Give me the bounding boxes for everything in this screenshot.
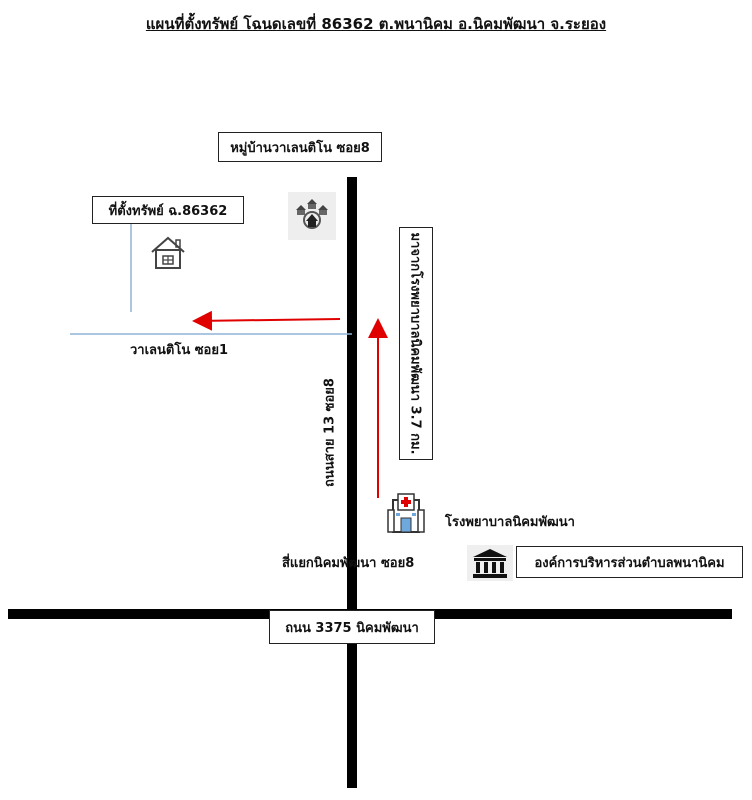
village-icon: [288, 192, 336, 240]
distance-note-label: มาจากโรงพยาบาลนิคมพัฒนา 3.7 กม.: [407, 232, 423, 455]
distance-note-box: มาจากโรงพยาบาลนิคมพัฒนา 3.7 กม.: [399, 227, 433, 460]
map-title: แผนที่ตั้งทรัพย์ โฉนดเลขที่ 86362 ต.พนาน…: [145, 15, 607, 33]
hospital-icon: [387, 493, 425, 533]
route-arrow-left: [192, 310, 341, 331]
property-label: ที่ตั้งทรัพย์ ฉ.86362: [92, 196, 244, 224]
hospital-label: โรงพยาบาลนิคมพัฒนา: [445, 515, 575, 530]
house-icon: [151, 236, 185, 269]
soi1-label: วาเลนติโน ซอย1: [130, 343, 229, 358]
vertical-road-label: ถนนสาย 13 ซอย8: [322, 378, 338, 487]
main-road-label: ถนน 3375 นิคมพัฒนา: [269, 610, 435, 644]
subdistrict-office-label: องค์การบริหารส่วนตำบลพนานิคม: [516, 546, 743, 578]
village-label: หมู่บ้านวาเลนติโน ซอย8: [218, 132, 382, 162]
intersection-label: สี่แยกนิคมพัฒนา ซอย8: [282, 556, 415, 571]
government-building-icon: [467, 545, 513, 581]
